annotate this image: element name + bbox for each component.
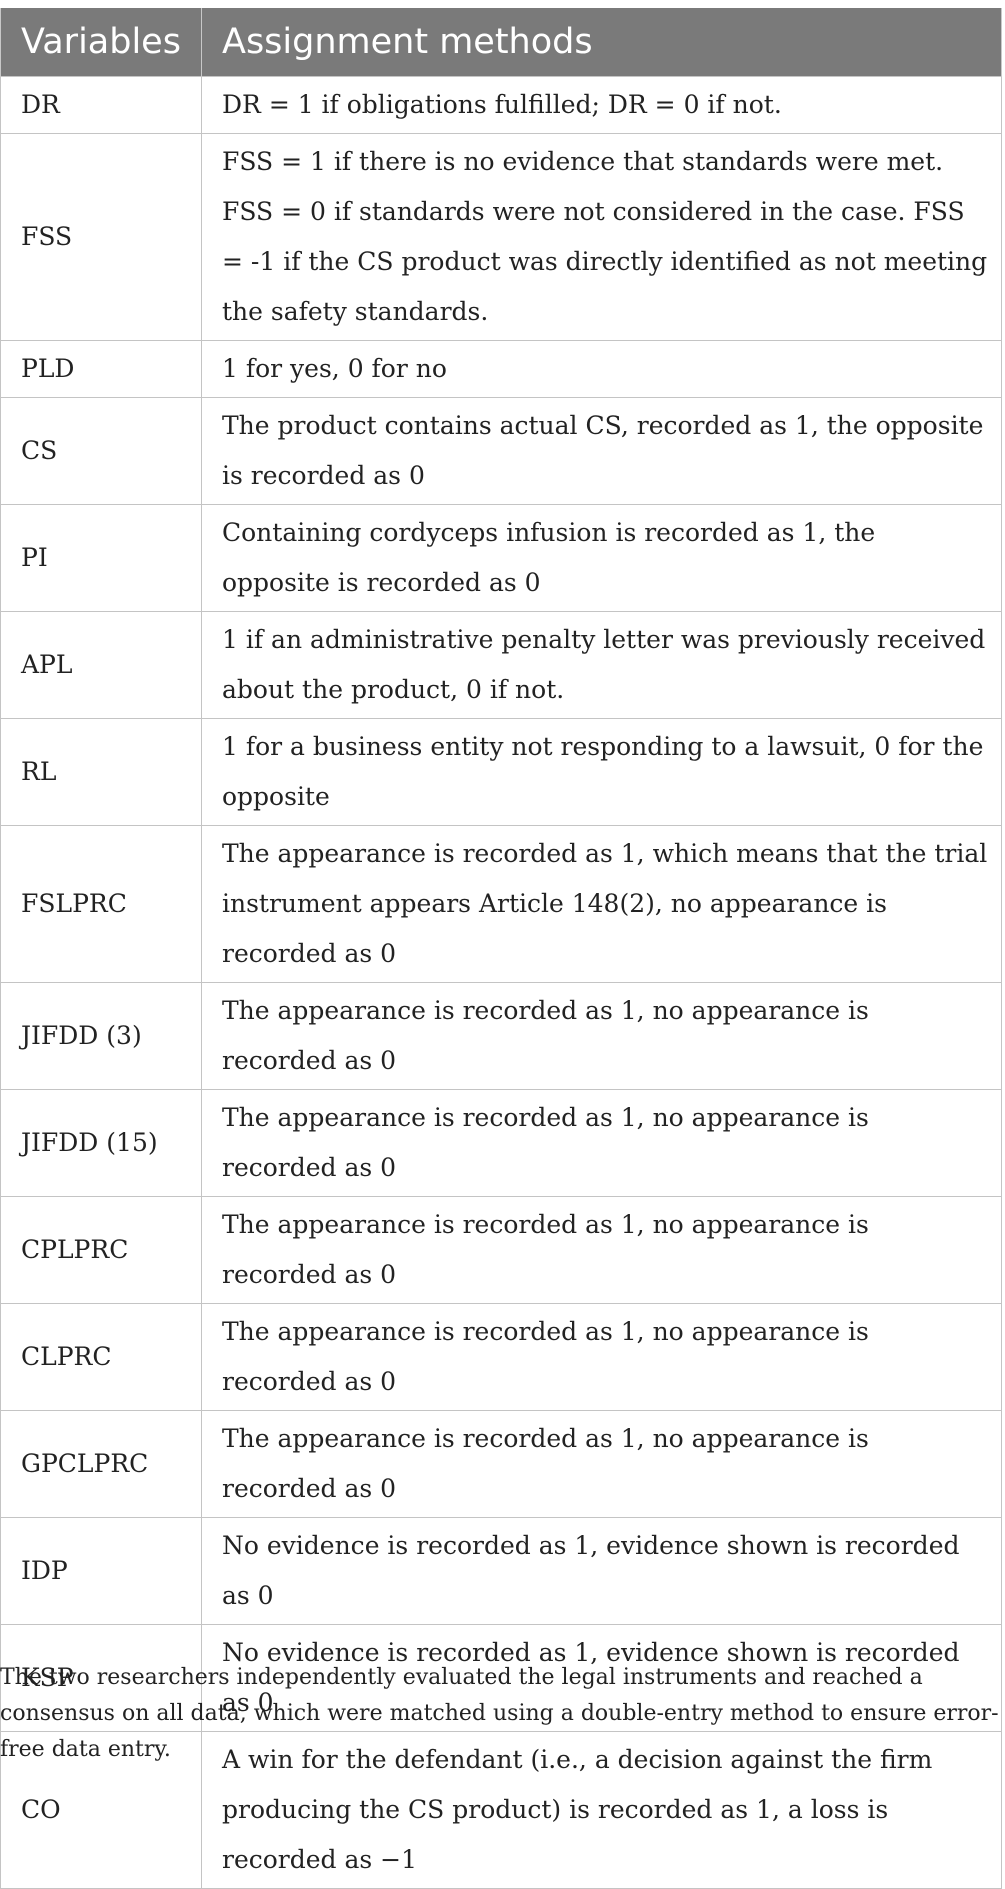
- header-variables: Variables: [0, 8, 202, 76]
- method-cell: 1 for yes, 0 for no: [201, 339, 1002, 398]
- table-row: PLD 1 for yes, 0 for no: [0, 339, 1002, 398]
- table-row: FSLPRC The appearance is recorded as 1, …: [0, 824, 1002, 983]
- variable-cell: PLD: [0, 339, 202, 398]
- table-row: CLPRC The appearance is recorded as 1, n…: [0, 1302, 1002, 1411]
- table-row: IDP No evidence is recorded as 1, eviden…: [0, 1516, 1002, 1625]
- method-cell: The product contains actual CS, recorded…: [201, 396, 1002, 505]
- variable-cell: JIFDD (15): [0, 1088, 202, 1197]
- method-cell: The appearance is recorded as 1, no appe…: [201, 981, 1002, 1090]
- table-row: RL 1 for a business entity not respondin…: [0, 717, 1002, 826]
- table-row: GPCLPRC The appearance is recorded as 1,…: [0, 1409, 1002, 1518]
- variable-cell: FSLPRC: [0, 824, 202, 983]
- variable-cell: IDP: [0, 1516, 202, 1625]
- table-row: JIFDD (15) The appearance is recorded as…: [0, 1088, 1002, 1197]
- method-cell: FSS = 1 if there is no evidence that sta…: [201, 132, 1002, 341]
- method-cell: The appearance is recorded as 1, no appe…: [201, 1195, 1002, 1304]
- variable-cell: JIFDD (3): [0, 981, 202, 1090]
- variable-cell: APL: [0, 610, 202, 719]
- method-cell: The appearance is recorded as 1, no appe…: [201, 1409, 1002, 1518]
- method-cell: The appearance is recorded as 1, no appe…: [201, 1302, 1002, 1411]
- method-cell: 1 for a business entity not responding t…: [201, 717, 1002, 826]
- variables-table: Variables Assignment methods DR DR = 1 i…: [0, 8, 1002, 1889]
- table-row: FSS FSS = 1 if there is no evidence that…: [0, 132, 1002, 341]
- table-row: KSP No evidence is recorded as 1, eviden…: [0, 1623, 1002, 1732]
- variable-cell: CS: [0, 396, 202, 505]
- variable-cell: KSP: [0, 1623, 202, 1732]
- method-cell: No evidence is recorded as 1, evidence s…: [201, 1623, 1002, 1732]
- variable-cell: CLPRC: [0, 1302, 202, 1411]
- table-footnote: The two researchers independently evalua…: [0, 1665, 999, 1762]
- method-cell: The appearance is recorded as 1, which m…: [201, 824, 1002, 983]
- table-row: CPLPRC The appearance is recorded as 1, …: [0, 1195, 1002, 1304]
- variable-cell: CPLPRC: [0, 1195, 202, 1304]
- table-header-row: Variables Assignment methods: [0, 8, 1002, 76]
- variable-cell: GPCLPRC: [0, 1409, 202, 1518]
- table-row: APL 1 if an administrative penalty lette…: [0, 610, 1002, 719]
- method-cell: DR = 1 if obligations fulfilled; DR = 0 …: [201, 75, 1002, 134]
- table-row: PI Containing cordyceps infusion is reco…: [0, 503, 1002, 612]
- table-row: CS The product contains actual CS, recor…: [0, 396, 1002, 505]
- variable-cell: PI: [0, 503, 202, 612]
- table-row: DR DR = 1 if obligations fulfilled; DR =…: [0, 75, 1002, 134]
- header-assignment-methods: Assignment methods: [201, 8, 1002, 76]
- method-cell: 1 if an administrative penalty letter wa…: [201, 610, 1002, 719]
- variable-cell: RL: [0, 717, 202, 826]
- table-container: Variables Assignment methods DR DR = 1 i…: [0, 8, 1002, 1889]
- method-cell: Containing cordyceps infusion is recorde…: [201, 503, 1002, 612]
- variable-cell: DR: [0, 75, 202, 134]
- table-row: JIFDD (3) The appearance is recorded as …: [0, 981, 1002, 1090]
- method-cell: No evidence is recorded as 1, evidence s…: [201, 1516, 1002, 1625]
- variable-cell: FSS: [0, 132, 202, 341]
- method-cell: The appearance is recorded as 1, no appe…: [201, 1088, 1002, 1197]
